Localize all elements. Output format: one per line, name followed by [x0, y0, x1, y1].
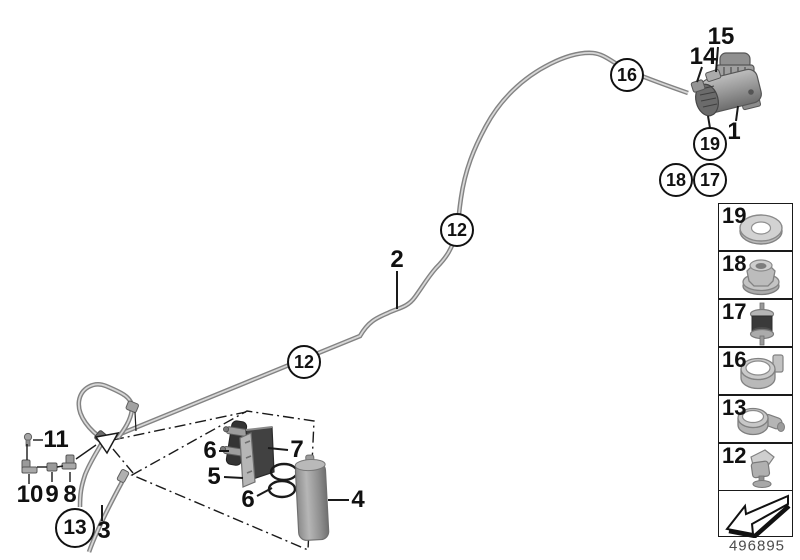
callout-circle-16[interactable]: 16 [610, 58, 644, 92]
washer-icon [739, 214, 783, 245]
part-label-7[interactable]: 7 [290, 436, 304, 463]
part-label-9[interactable]: 9 [45, 481, 59, 508]
legend-number: 12 [722, 443, 747, 468]
projection-rays [112, 411, 247, 474]
o-rings-part-6 [267, 462, 299, 499]
fitting-screw-11 [23, 432, 33, 447]
hose-clamp-icon [737, 407, 785, 436]
fitting-leader-lines [26, 439, 97, 484]
legend-item-13[interactable]: 13 [718, 395, 793, 443]
callout-circle-17[interactable]: 17 [693, 163, 727, 197]
legend-item-18[interactable]: 18 [718, 251, 793, 299]
part-label-6-upper[interactable]: 6 [203, 437, 217, 464]
fitting-elbow-8 [61, 454, 77, 470]
flange-nut-icon [742, 259, 780, 296]
part-label-6-lower[interactable]: 6 [241, 486, 255, 513]
legend-item-16[interactable]: 16 [718, 347, 793, 395]
mounting-point-marker [94, 431, 120, 455]
callout-circle-13[interactable]: 13 [55, 508, 95, 548]
installation-direction-arrow-icon [725, 494, 791, 538]
drawing-number: 496895 [728, 537, 786, 555]
legend-item-12[interactable]: 12 [718, 443, 793, 491]
pipe-clamp-icon [740, 354, 784, 390]
legend-number: 16 [722, 347, 747, 372]
part-label-15[interactable]: 15 [707, 23, 735, 50]
dryer-cartridge-part-4 [294, 454, 330, 541]
rubber-mount-icon [749, 302, 775, 346]
part-label-8[interactable]: 8 [63, 481, 77, 508]
air-line-loop [76, 382, 139, 445]
part-label-11[interactable]: 11 [43, 426, 69, 453]
part-label-2[interactable]: 2 [390, 246, 404, 273]
legend-number: 13 [722, 395, 747, 420]
fitting-nut-9 [46, 462, 58, 472]
holder-part-7-edge [245, 426, 273, 431]
main-air-line [77, 50, 689, 508]
legend-number: 19 [722, 203, 747, 228]
callout-circle-18[interactable]: 18 [659, 163, 693, 197]
legend-item-17[interactable]: 17 [718, 299, 793, 347]
part-label-10[interactable]: 10 [16, 481, 44, 508]
callout-circle-19[interactable]: 19 [693, 127, 727, 161]
part-label-3[interactable]: 3 [97, 517, 111, 544]
legend-number: 18 [722, 251, 747, 276]
line-clip-icon [750, 449, 775, 489]
part-label-5[interactable]: 5 [207, 463, 221, 490]
bracket-part-5 [239, 432, 256, 488]
bracket-part-5-holes [244, 440, 253, 474]
callout-circle-12-lower[interactable]: 12 [287, 345, 321, 379]
legend-number: 17 [722, 299, 747, 324]
part-label-4[interactable]: 4 [351, 486, 365, 513]
part-label-14[interactable]: 14 [689, 43, 717, 70]
fitting-elbow-10 [21, 459, 38, 474]
callout-circle-12-upper[interactable]: 12 [440, 213, 474, 247]
label-leader-lines [101, 46, 739, 521]
part-label-1[interactable]: 1 [727, 118, 741, 145]
legend-direction-box[interactable] [718, 490, 793, 538]
legend-item-19[interactable]: 19 [718, 203, 793, 251]
detail-box-outline [130, 410, 315, 552]
air-compressor [690, 52, 762, 117]
